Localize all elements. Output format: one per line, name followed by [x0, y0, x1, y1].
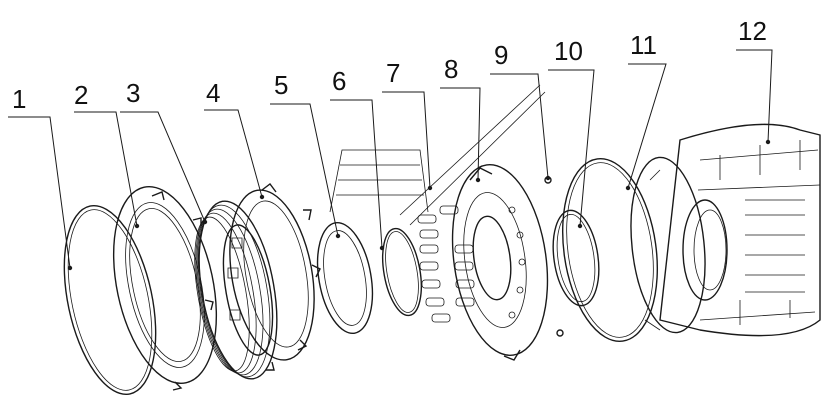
part-6-small-snap-ring	[381, 227, 423, 317]
callout-1: 1	[12, 84, 26, 114]
callout-2: 2	[74, 80, 88, 110]
part-1-snap-ring	[63, 204, 157, 396]
part-4-pressure-plate	[229, 183, 321, 371]
callout-numbers: 1 2 3 4 5 6 7 8 9 10 11 12	[12, 16, 767, 114]
callout-4: 4	[206, 78, 220, 108]
leader-dots	[67, 139, 771, 271]
part-11-large-seal-ring	[561, 157, 659, 343]
leader-lines	[8, 49, 773, 269]
part-7-spring-set	[417, 205, 475, 323]
part-3-friction-disc-pack	[194, 200, 278, 380]
part-2-steel-plate	[112, 185, 218, 391]
part-10-seal-ring	[552, 209, 600, 307]
part-8-piston	[451, 164, 549, 361]
callout-3: 3	[126, 78, 140, 108]
callout-11: 11	[630, 30, 657, 60]
callout-10: 10	[554, 36, 583, 66]
part-5-ring	[316, 221, 374, 335]
callout-7: 7	[386, 58, 400, 88]
callout-6: 6	[332, 66, 346, 96]
callout-5: 5	[274, 70, 288, 100]
callout-8: 8	[444, 54, 458, 84]
callout-9: 9	[494, 40, 508, 70]
callout-12: 12	[738, 16, 767, 46]
part-12-clutch-drum	[630, 123, 821, 337]
